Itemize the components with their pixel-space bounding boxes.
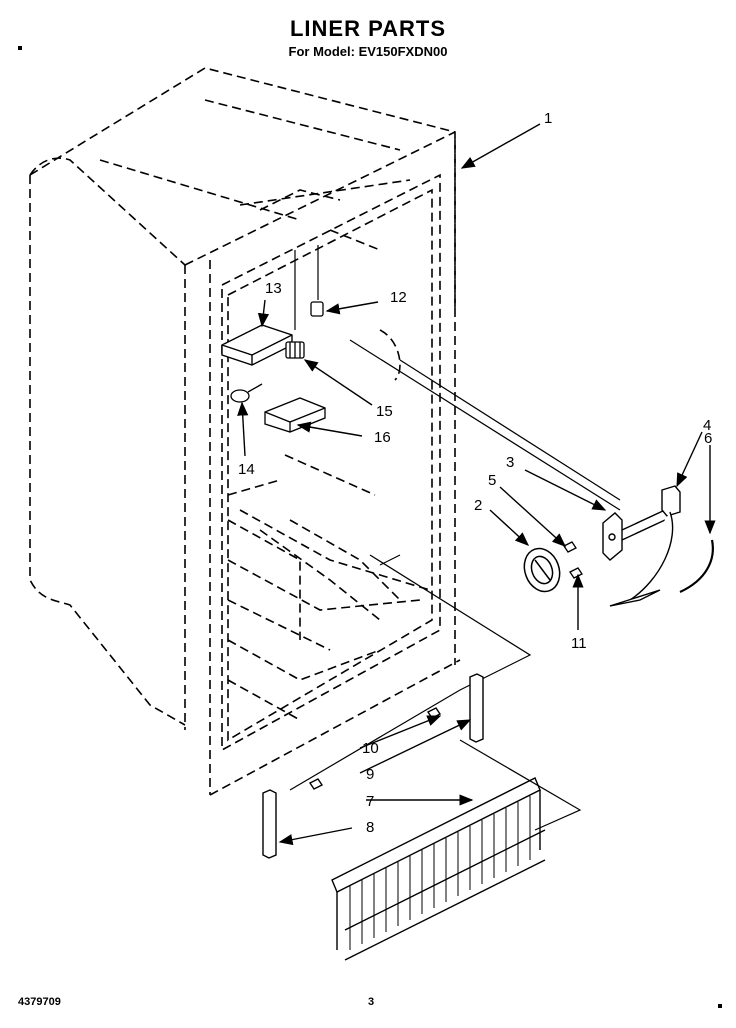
callout-7: 7 bbox=[366, 793, 374, 810]
callout-15: 15 bbox=[376, 403, 393, 420]
thermostat-leader-lines bbox=[289, 245, 621, 831]
callout-3: 3 bbox=[506, 454, 514, 471]
callout-arrows bbox=[237, 123, 716, 846]
screws bbox=[563, 541, 583, 579]
callout-5: 5 bbox=[488, 472, 496, 489]
callout-13: 13 bbox=[265, 280, 282, 297]
page-number: 3 bbox=[368, 996, 375, 1008]
corner-mark bbox=[18, 46, 22, 50]
light-housing bbox=[221, 324, 293, 366]
callout-9: 9 bbox=[366, 766, 374, 783]
callout-10: 10 bbox=[362, 740, 379, 757]
thermostat bbox=[609, 485, 681, 607]
capillary-clip bbox=[679, 539, 714, 593]
document-number: 4379709 bbox=[18, 996, 61, 1008]
callout-2: 2 bbox=[474, 497, 482, 514]
callout-6: 6 bbox=[704, 430, 712, 447]
clip bbox=[310, 301, 324, 317]
light-bulb bbox=[230, 383, 263, 403]
thermostat-knob bbox=[523, 547, 561, 593]
thermostat-bracket bbox=[602, 509, 666, 561]
cabinet-outline bbox=[29, 67, 461, 796]
light-socket bbox=[285, 341, 305, 359]
model-subtitle: For Model: EV150FXDN00 bbox=[288, 44, 448, 59]
page-title: LINER PARTS bbox=[289, 16, 447, 41]
callout-12: 12 bbox=[390, 289, 407, 306]
callout-14: 14 bbox=[238, 461, 255, 478]
corner-mark bbox=[718, 1004, 722, 1008]
callout-4: 4 bbox=[703, 417, 711, 434]
callout-16: 16 bbox=[374, 429, 391, 446]
callout-11: 11 bbox=[571, 635, 587, 652]
callout-8: 8 bbox=[366, 819, 374, 836]
callout-1: 1 bbox=[544, 110, 552, 127]
light-shield bbox=[264, 397, 326, 433]
callout-labels: 1 2 3 4 5 6 7 8 9 10 11 12 13 14 15 16 bbox=[238, 110, 712, 836]
wire-basket bbox=[331, 777, 546, 961]
